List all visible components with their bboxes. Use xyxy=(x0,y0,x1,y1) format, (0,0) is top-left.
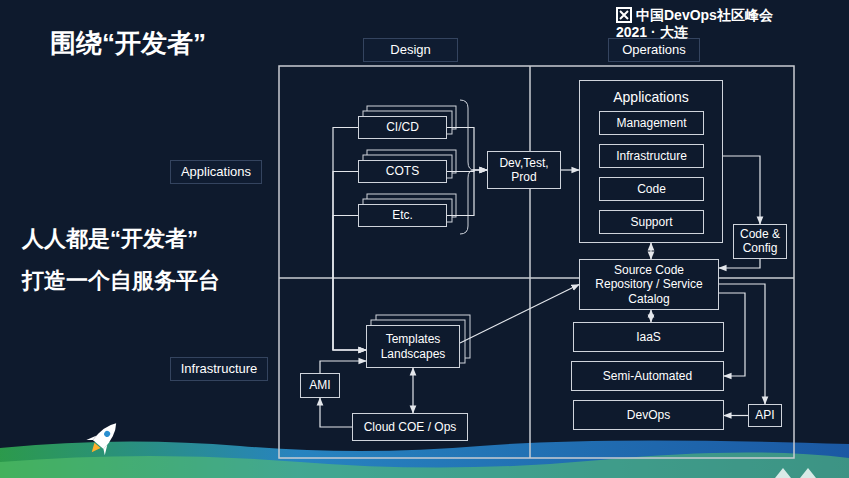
row-header: Applications xyxy=(170,160,262,184)
node-text: Design xyxy=(390,42,430,58)
node-text: Cloud COE / Ops xyxy=(364,420,457,434)
process-box: Semi-Automated xyxy=(571,361,724,391)
stacked-box: COTS xyxy=(358,160,447,183)
stacked-box: CI/CD xyxy=(358,116,447,139)
row-header: Infrastructure xyxy=(170,357,268,381)
node-text: Source Code Repository / Service Catalog xyxy=(584,263,714,306)
node-text: COTS xyxy=(386,164,419,178)
node-text: API xyxy=(755,408,774,422)
process-box: Infrastructure xyxy=(599,144,704,168)
connector xyxy=(719,284,765,404)
node-text: Etc. xyxy=(392,208,413,222)
process-box: Code & Config xyxy=(733,224,787,259)
node-text: Operations xyxy=(622,42,686,58)
node-text: Support xyxy=(630,215,672,229)
container-box: ApplicationsManagementInfrastructureCode… xyxy=(579,80,723,243)
process-box: Source Code Repository / Service Catalog xyxy=(579,259,719,310)
node-text: Semi-Automated xyxy=(603,369,692,383)
logo-icon xyxy=(617,8,631,22)
column-header: Design xyxy=(363,38,458,62)
corner-marks xyxy=(775,468,816,478)
process-box: Support xyxy=(599,210,704,234)
connector xyxy=(561,169,579,170)
slogan: 人人都是“开发者” xyxy=(22,224,198,254)
bottom-band xyxy=(0,440,849,478)
connector xyxy=(447,128,487,171)
node-text: IaaS xyxy=(636,330,661,344)
connector xyxy=(333,172,366,351)
column-header: Operations xyxy=(608,38,700,62)
bracket xyxy=(460,100,474,234)
connector xyxy=(320,361,366,373)
process-box: API xyxy=(748,404,782,427)
node-text: Dev,Test, Prod xyxy=(492,156,556,185)
process-box: AMI xyxy=(300,373,340,398)
connector xyxy=(447,170,487,216)
bottom-wave xyxy=(0,452,849,478)
logo-text: 中国DevOps社区峰会 xyxy=(636,7,773,25)
process-box: DevOps xyxy=(573,400,724,430)
stacked-box: Templates Landscapes xyxy=(366,325,460,368)
stacked-box: Etc. xyxy=(358,204,447,227)
process-box: Dev,Test, Prod xyxy=(487,151,561,189)
process-box: Code xyxy=(599,177,704,201)
node-text: Applications xyxy=(613,89,689,106)
connector xyxy=(460,285,579,344)
node-text: DevOps xyxy=(627,408,670,422)
rocket-icon xyxy=(83,415,126,460)
grid xyxy=(279,66,794,458)
connector xyxy=(719,259,760,268)
node-text: CI/CD xyxy=(386,120,419,134)
node-text: AMI xyxy=(309,378,330,392)
connector xyxy=(650,243,651,259)
connector xyxy=(320,398,352,427)
node-text: Applications xyxy=(181,164,251,180)
node-text: Infrastructure xyxy=(181,361,258,377)
logo-text: 2021 · 大连 xyxy=(616,24,688,42)
node-text: Code & Config xyxy=(738,227,782,256)
node-text: Management xyxy=(616,116,686,130)
node-text: Code xyxy=(637,182,666,196)
process-box: IaaS xyxy=(573,322,724,352)
connector xyxy=(650,310,651,322)
process-box: Cloud COE / Ops xyxy=(352,413,468,441)
node-text: Infrastructure xyxy=(616,149,687,163)
connector xyxy=(724,415,748,416)
connector xyxy=(333,216,366,351)
connector xyxy=(412,368,413,413)
slide-title: 围绕“开发者” xyxy=(50,26,206,61)
node-text: Templates Landscapes xyxy=(371,332,455,361)
slogan: 打造一个自服务平台 xyxy=(22,266,220,296)
process-box: Management xyxy=(599,111,704,135)
